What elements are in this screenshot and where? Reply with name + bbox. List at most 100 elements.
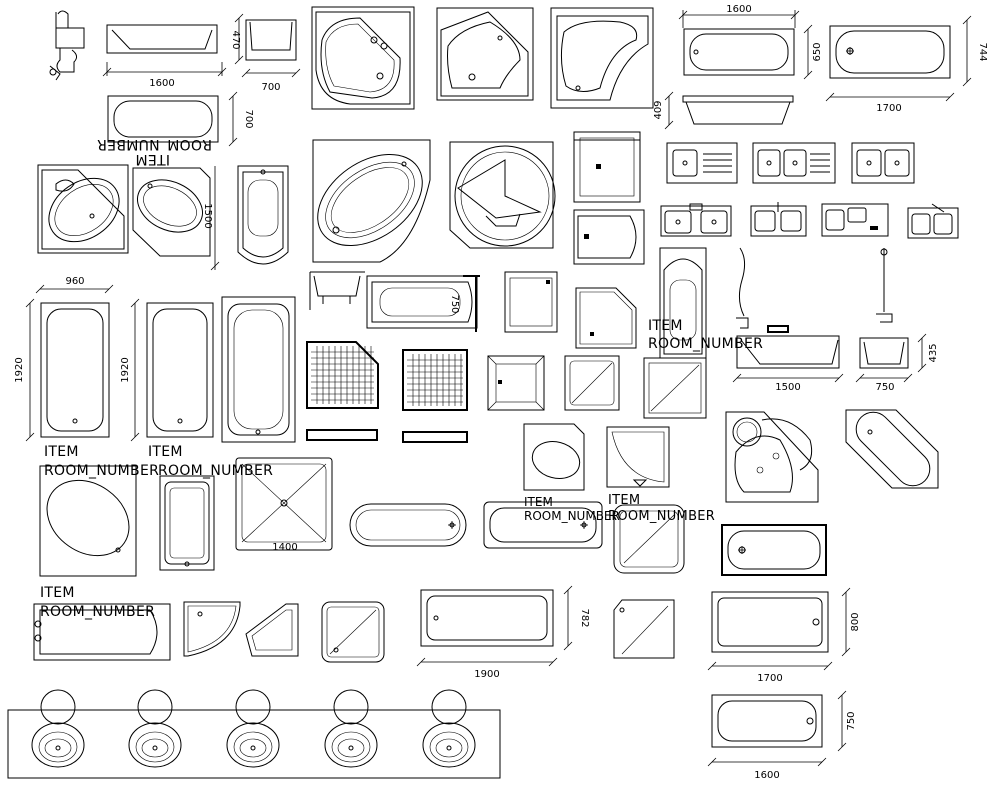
svg-text:ROOM_NUMBER: ROOM_NUMBER [40, 604, 155, 620]
dimension-label: 435 [928, 343, 939, 362]
svg-text:ROOM_NUMBER: ROOM_NUMBER [44, 463, 159, 479]
svg-text:ITEM: ITEM [44, 444, 79, 460]
bathtub-plan-1600x750: 750 1600 [707, 690, 857, 781]
svg-text:ITEM: ITEM [608, 493, 640, 508]
dimension-label: 1900 [474, 669, 499, 680]
bathtub-plan-rounded-rect [483, 501, 603, 549]
bathtub-elevation-409: 409 [653, 91, 794, 130]
kitchen-sink-top-4 [907, 203, 959, 239]
bathtub-plan-750: 750 [366, 275, 480, 332]
dimension-label: 470 [230, 30, 241, 49]
dimension-label: 1920 [120, 357, 131, 382]
shower-diamond-plan [245, 603, 299, 657]
room-label: ITEM ROOM_NUMBER [524, 495, 620, 523]
corner-bathtub-plan [311, 6, 415, 110]
dimension-label: 650 [812, 42, 823, 61]
bathtub-plan-1600x650: 1600 650 [678, 4, 823, 80]
corner-bean-bathtub-plan [550, 7, 654, 109]
svg-text:ROOM_NUMBER: ROOM_NUMBER [524, 509, 620, 523]
bathtub-plan-vertical [210, 165, 289, 271]
dimension-label: 1500 [775, 382, 800, 393]
bathtub-plan-1700x744: 744 1700 [825, 15, 988, 114]
room-label: ITEM ROOM_NUMBER [148, 444, 273, 479]
bathtub-elevation-1600: 1600 [102, 24, 227, 89]
svg-text:ROOM_NUMBER: ROOM_NUMBER [608, 509, 715, 524]
dimension-label: 1600 [149, 78, 174, 89]
shower-tray-square-4 [321, 601, 385, 663]
tap-circle-icon [431, 689, 467, 725]
shower-tray-rounded [573, 209, 645, 265]
capsule-bathtub-plan [349, 503, 467, 547]
dimension-label: 1500 [202, 203, 213, 228]
dimension-label: 750 [449, 294, 460, 313]
tap-circle-icon [235, 689, 271, 725]
shower-tray-large-1400: 1400 [235, 457, 333, 553]
kitchen-sink-top-2 [750, 202, 807, 237]
large-corner-bathtub-plan [312, 139, 431, 263]
dimension-label: 700 [261, 82, 280, 93]
shower-tray-grid-pentagon [306, 341, 379, 441]
corner-capsule-bathtub [845, 409, 939, 489]
tap-circle-icon [40, 689, 76, 725]
corner-oval-bathtub-plan-2 [523, 423, 585, 491]
double-sink-3 [851, 142, 915, 184]
shower-quadrant-plan [183, 601, 241, 657]
bathtub-plan-1700x800: 800 1700 [707, 587, 861, 684]
bathtub-plan-1900x782: 782 1900 [416, 585, 590, 680]
double-sink-drainer-2 [752, 142, 836, 184]
room-label: ITEM ROOM_NUMBER [40, 585, 155, 620]
dimension-label: 800 [850, 612, 861, 631]
basin-icon [226, 722, 280, 768]
room-label: ITEM ROOM_NUMBER [44, 444, 159, 479]
bathtub-elevation-1500: 1500 [732, 247, 844, 393]
shower-tray-grid-square [402, 349, 468, 443]
corner-oval-bathtub-plan: 1500 [132, 167, 213, 257]
tap-circle-icon [333, 689, 369, 725]
basin-icon [422, 722, 476, 768]
bathtub-end-elevation-750: 750 435 [855, 248, 939, 393]
svg-text:ITEM: ITEM [524, 495, 553, 509]
room-label: ITEM ROOM_NUMBER [648, 318, 763, 352]
shower-tray-square [573, 131, 641, 203]
bathtub-plan-960x1920: 960 1920 [14, 276, 114, 442]
svg-text:ITEM: ITEM [135, 151, 170, 167]
dimension-label: 409 [653, 100, 664, 119]
dimension-label: 1600 [754, 770, 779, 781]
shower-tray-corner [613, 599, 675, 659]
toilet-side-view-icon [49, 10, 85, 81]
svg-text:ITEM: ITEM [40, 585, 75, 601]
dimension-label: 1400 [272, 542, 297, 553]
bathtub-plan-1920: 1920 [120, 298, 214, 442]
oval-bathtub-plan [39, 465, 137, 577]
mirrored-room-label: ROOM_NUMBER ITEM [97, 136, 212, 167]
shower-tray-square-small [504, 271, 558, 333]
dimension-label: 700 [243, 109, 254, 128]
basin-icon [128, 722, 182, 768]
shower-tray-rounded-square [613, 504, 685, 574]
dimension-label: 960 [65, 276, 84, 287]
bathtub-elevation-small [309, 271, 365, 310]
round-corner-bathtub-plan [449, 141, 556, 249]
asymmetric-bathtub-plan [436, 7, 534, 101]
svg-text:ROOM_NUMBER: ROOM_NUMBER [648, 336, 763, 352]
dimension-label: 1700 [757, 673, 782, 684]
shower-tray-square-3 [643, 357, 707, 419]
kitchen-sink-top-3 [821, 203, 889, 237]
svg-text:ROOM_NUMBER: ROOM_NUMBER [97, 136, 212, 152]
kitchen-sink-top-1 [660, 203, 732, 237]
svg-text:ITEM: ITEM [148, 444, 183, 460]
shower-tray-quadrant [606, 426, 670, 488]
bathtub-end-elevation: 470 700 [230, 13, 301, 93]
dimension-label: 744 [977, 42, 988, 61]
shower-tray-pentagon [575, 287, 637, 349]
svg-text:ITEM: ITEM [648, 318, 683, 334]
dimension-label: 1600 [726, 4, 751, 15]
room-label: ITEM ROOM_NUMBER [608, 493, 715, 524]
dimension-label: 1700 [876, 103, 901, 114]
whirlpool-corner-bathtub [725, 411, 819, 503]
vanity-counter-five-basins [7, 689, 501, 779]
dimension-label: 750 [875, 382, 894, 393]
basin-icon [31, 722, 85, 768]
shower-tray-beveled [487, 355, 545, 411]
